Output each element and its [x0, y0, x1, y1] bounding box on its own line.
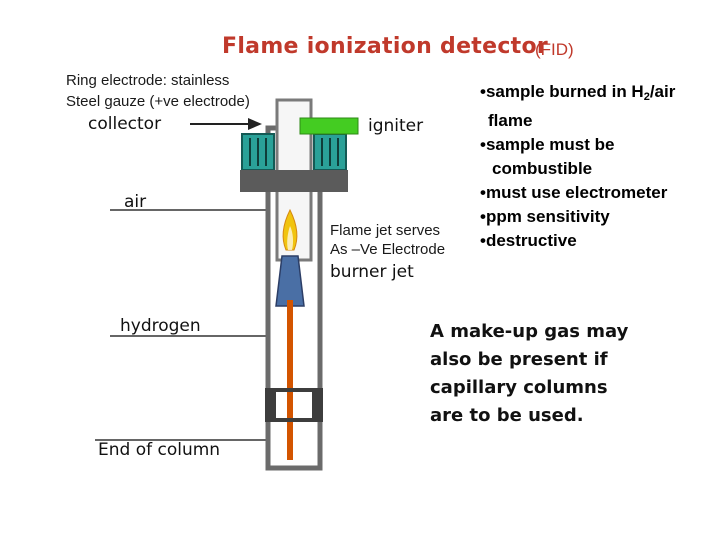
collector-label: collector: [88, 114, 162, 134]
ring-electrode-note-line2: Steel gauze (+ve electrode): [66, 93, 250, 110]
detector-cap: [240, 170, 348, 192]
bullet-combustible-cont: combustible: [492, 159, 593, 178]
bullet-sample-burned: •sample burned in H2/air: [480, 82, 676, 103]
flame-jet-note-line1: Flame jet serves: [330, 222, 441, 239]
burner-jet-label: burner jet: [330, 262, 414, 282]
burner-jet: [275, 255, 305, 307]
air-label: air: [124, 192, 147, 212]
makeup-note-line1: A make-up gas may: [430, 321, 629, 342]
slide-panel: [34, 28, 686, 516]
bullet-destructive: •destructive: [480, 231, 577, 250]
igniter-rod: [299, 117, 359, 135]
bullet-sample-burned-cont: flame: [488, 111, 533, 130]
ring-electrode-note-line1: Ring electrode: stainless: [66, 72, 230, 89]
page-title-suffix: (FID): [535, 40, 574, 59]
makeup-note-line2: also be present if: [430, 349, 608, 370]
igniter-label: igniter: [368, 116, 424, 136]
end-of-column-label: End of column: [98, 440, 221, 460]
makeup-note-line4: are to be used.: [430, 405, 584, 426]
makeup-note-line3: capillary columns: [430, 377, 608, 398]
bullet-combustible: •sample must be: [480, 135, 615, 154]
bullet-ppm: •ppm sensitivity: [480, 207, 610, 226]
collector-arrow-head: [248, 118, 262, 130]
column-tube: [287, 300, 293, 460]
hydrogen-label: hydrogen: [120, 316, 201, 336]
page-title: Flame ionization detector: [222, 34, 549, 59]
feature-bullets: •sample burned in H2/air flame •sample m…: [480, 80, 675, 253]
makeup-gas-note: A make-up gas may also be present if cap…: [430, 318, 628, 430]
bullet-electrometer: •must use electrometer: [480, 183, 668, 202]
flame-jet-note-line2: As –Ve Electrode: [330, 241, 446, 258]
